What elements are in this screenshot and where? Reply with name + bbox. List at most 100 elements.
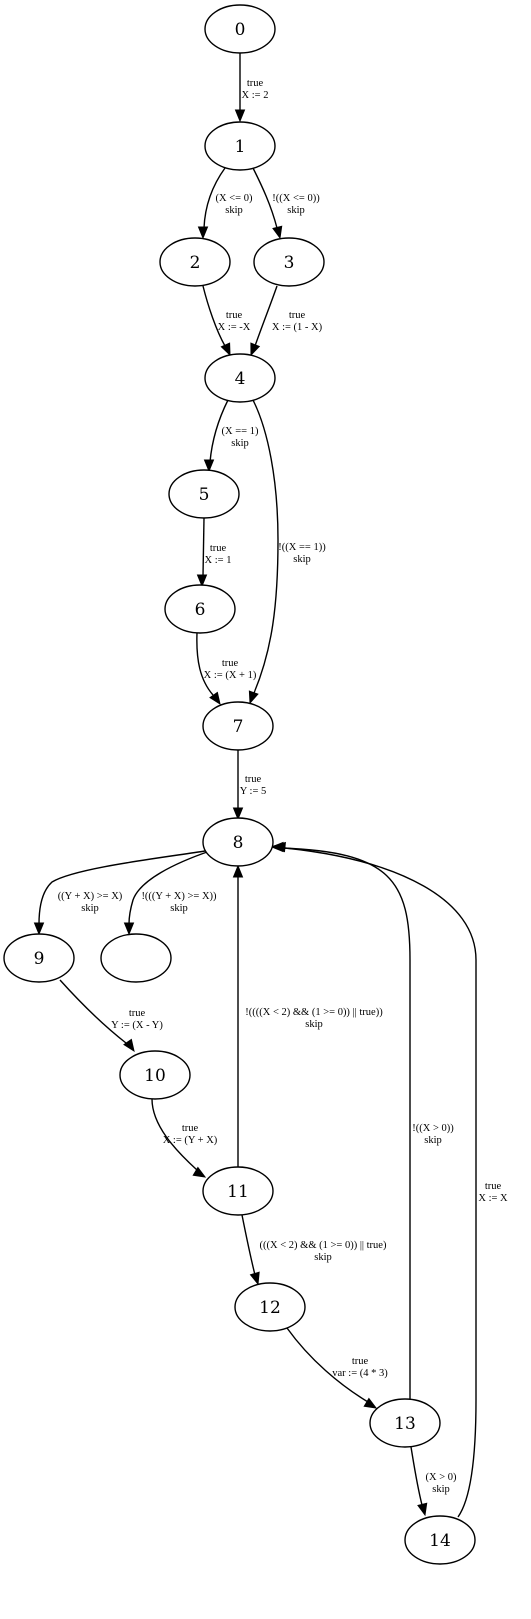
edge-line xyxy=(209,399,229,463)
node-ellipse xyxy=(253,237,325,287)
node-ellipse xyxy=(164,584,236,634)
node-ellipse xyxy=(234,1282,306,1332)
edge-guard-label: true xyxy=(247,78,264,89)
arrowhead-icon xyxy=(272,225,283,240)
node-label: 11 xyxy=(227,1182,249,1202)
node-ellipse xyxy=(369,1398,441,1448)
edge-line xyxy=(286,1327,369,1403)
node-blank xyxy=(100,933,172,983)
node-ellipse xyxy=(202,701,274,751)
arrowhead-icon xyxy=(220,342,231,357)
arrowhead-icon xyxy=(232,864,244,878)
node-ellipse xyxy=(404,1515,476,1565)
node-12: 12 xyxy=(234,1282,306,1332)
node-label: 2 xyxy=(190,253,201,273)
node-10: 10 xyxy=(119,1050,191,1100)
edge-action-label: skip xyxy=(225,205,243,216)
edge-11-12: (((X < 2) && (1 >= 0)) || true)skip xyxy=(241,1214,387,1286)
edge-action-label: skip xyxy=(293,554,311,565)
edge-8-9: ((Y + X) >= X)skip xyxy=(33,850,206,936)
edge-line xyxy=(202,285,226,347)
edge-11-8: !((((X < 2) && (1 >= 0)) || true))skip xyxy=(232,864,383,1167)
arrowhead-icon xyxy=(192,1166,207,1178)
arrowhead-icon xyxy=(272,841,286,853)
edge-guard-label: true xyxy=(182,1123,199,1134)
edge-13-14: (X > 0)skip xyxy=(410,1446,458,1517)
edge-guard-label: (((X < 2) && (1 >= 0)) || true) xyxy=(260,1240,387,1251)
node-14: 14 xyxy=(404,1515,476,1565)
edge-line xyxy=(203,167,226,229)
edge-guard-label: true xyxy=(245,774,262,785)
edge-action-label: X := (X + 1) xyxy=(204,670,257,681)
node-8: 8 xyxy=(202,817,274,867)
node-label: 4 xyxy=(235,369,246,389)
edge-line xyxy=(202,517,205,577)
node-ellipse xyxy=(204,4,276,54)
node-ellipse xyxy=(159,237,231,287)
edge-action-label: skip xyxy=(305,1019,323,1030)
node-label: 12 xyxy=(259,1298,281,1318)
edge-action-label: X := 1 xyxy=(205,555,232,566)
node-label: 8 xyxy=(233,833,244,853)
arrowhead-icon xyxy=(249,1271,260,1286)
node-label: 3 xyxy=(284,253,295,273)
edge-line xyxy=(59,979,127,1044)
edge-action-label: Y := (X - Y) xyxy=(111,1020,163,1031)
edge-guard-label: ((Y + X) >= X) xyxy=(58,891,123,902)
edge-guard-label: (X > 0) xyxy=(426,1472,458,1483)
edge-4-5: (X == 1)skip xyxy=(203,399,259,473)
edge-1-2: (X <= 0)skip xyxy=(197,167,253,240)
edge-line xyxy=(252,399,279,694)
node-label: 14 xyxy=(429,1531,451,1551)
node-label: 10 xyxy=(144,1066,166,1086)
arrowhead-icon xyxy=(232,807,244,821)
arrowhead-icon xyxy=(417,1502,428,1517)
node-13: 13 xyxy=(369,1398,441,1448)
edge-guard-label: !(((Y + X) >= X)) xyxy=(141,891,217,902)
edge-action-label: X := (Y + X) xyxy=(163,1135,218,1146)
arrowhead-icon xyxy=(248,690,259,705)
edge-line xyxy=(38,850,206,925)
node-ellipse xyxy=(168,469,240,519)
edge-1-3: !((X <= 0))skip xyxy=(252,167,320,240)
edge-guard-label: true xyxy=(210,543,227,554)
edge-action-label: skip xyxy=(81,903,99,914)
edge-action-label: skip xyxy=(287,205,305,216)
edge-guard-label: (X <= 0) xyxy=(216,193,253,204)
edge-guard-label: !((((X < 2) && (1 >= 0)) || true)) xyxy=(245,1007,383,1018)
node-2: 2 xyxy=(159,237,231,287)
node-ellipse xyxy=(119,1050,191,1100)
node-3: 3 xyxy=(253,237,325,287)
edge-line xyxy=(284,847,477,1518)
edge-line xyxy=(254,285,278,347)
arrowhead-icon xyxy=(203,459,215,473)
node-7: 7 xyxy=(202,701,274,751)
node-label: 5 xyxy=(199,485,210,505)
arrowhead-icon xyxy=(196,574,208,588)
edge-action-label: var := (4 * 3) xyxy=(332,1368,388,1379)
node-0: 0 xyxy=(204,4,276,54)
arrowhead-icon xyxy=(123,922,135,936)
edge-action-label: X := 2 xyxy=(242,90,269,101)
arrowhead-icon xyxy=(250,342,261,357)
arrowhead-icon xyxy=(209,691,221,706)
edge-line xyxy=(128,850,211,925)
edge-guard-label: true xyxy=(485,1181,502,1192)
edge-action-label: skip xyxy=(424,1135,442,1146)
node-label: 1 xyxy=(235,137,246,157)
edge-action-label: skip xyxy=(314,1252,332,1263)
arrowhead-icon xyxy=(363,1397,378,1409)
edge-guard-label: true xyxy=(352,1356,369,1367)
edge-action-label: skip xyxy=(432,1484,450,1495)
edge-8-blank: !(((Y + X) >= X))skip xyxy=(123,850,217,936)
node-ellipse xyxy=(100,933,172,983)
edge-line xyxy=(151,1098,198,1171)
